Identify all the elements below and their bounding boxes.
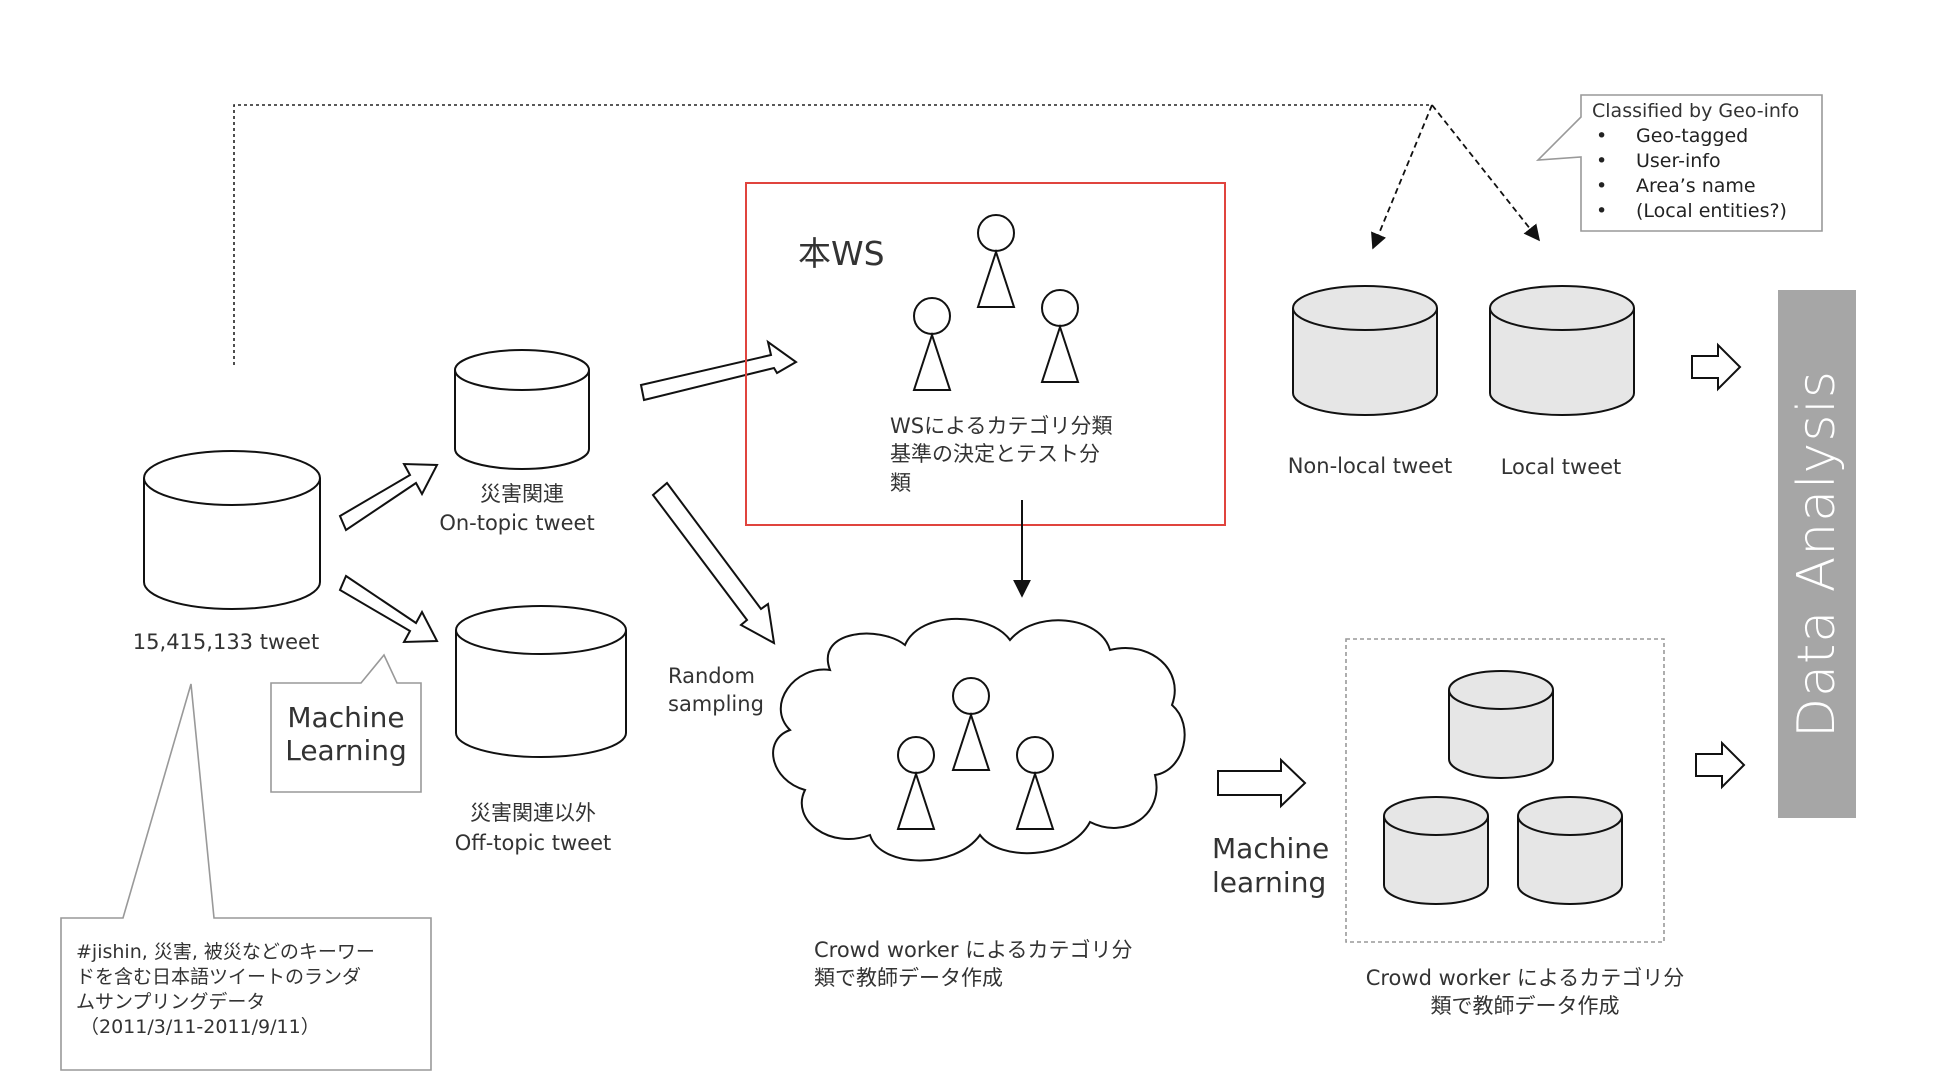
- off-topic-cylinder: [455, 605, 627, 758]
- source-note-line-3: ムサンプリングデータ: [76, 991, 266, 1013]
- off-topic-en: Off-topic tweet: [454, 831, 612, 855]
- geo-split-arrow-left: [1371, 104, 1433, 250]
- ml-callout-line-2: Learning: [285, 734, 407, 767]
- geo-title: Classified by Geo-info: [1592, 100, 1800, 122]
- geo-list: Geo-tagged User-info Area’s name (Local …: [1592, 124, 1818, 224]
- ml2-line-2: learning: [1212, 866, 1327, 899]
- arrow-to-on-topic: [338, 462, 439, 532]
- arrow-to-analysis-top: [1691, 342, 1742, 392]
- local-label: Local tweet: [1500, 455, 1622, 479]
- random-sampling-line-2: sampling: [668, 692, 764, 716]
- result-cylinder-left: [1383, 796, 1489, 905]
- ws-person-2: [912, 297, 952, 391]
- ws-title: 本WS: [798, 234, 885, 273]
- geo-item: (Local entities?): [1592, 199, 1818, 224]
- source-db-cylinder: [143, 450, 321, 610]
- on-topic-en: On-topic tweet: [439, 511, 595, 535]
- ws-box: [745, 182, 1226, 526]
- crowd-person-2: [896, 736, 936, 830]
- arrow-to-analysis-bottom: [1695, 740, 1746, 790]
- result-cylinder-right: [1517, 796, 1623, 905]
- source-note-line-2: ドを含む日本語ツイートのランダ: [76, 966, 362, 988]
- ws-person-3: [1040, 289, 1080, 383]
- crowd-result-line-1: Crowd worker によるカテゴリ分: [1365, 966, 1685, 990]
- source-db-label: 15,415,133 tweet: [132, 630, 320, 654]
- source-note: #jishin, 災害, 被災などのキーワー ドを含む日本語ツイートのランダ ム…: [76, 940, 426, 1040]
- arrow-random-sampling: [651, 481, 776, 645]
- data-analysis-panel: Data Analysis: [1778, 290, 1856, 818]
- local-cylinder: [1489, 285, 1635, 416]
- crowd-person-1: [951, 677, 991, 771]
- source-note-line-1: #jishin, 災害, 被災などのキーワー: [76, 941, 375, 963]
- feedback-dotted-line: [233, 104, 1432, 365]
- geo-item: Area’s name: [1592, 174, 1818, 199]
- geo-item: User-info: [1592, 149, 1818, 174]
- source-note-line-4: （2011/3/11-2011/9/11）: [80, 1016, 320, 1038]
- crowd-caption-line-2: 類で教師データ作成: [814, 966, 1003, 990]
- crowd-result-box: [1345, 638, 1665, 943]
- ws-person-1: [976, 214, 1016, 308]
- ml2-line-1: Machine: [1212, 832, 1330, 865]
- random-sampling-line-1: Random: [668, 664, 755, 688]
- arrow-to-off-topic: [338, 574, 439, 644]
- geo-item: Geo-tagged: [1592, 124, 1818, 149]
- ml-callout: [270, 653, 422, 793]
- crowd-person-3: [1015, 736, 1055, 830]
- result-cylinder-top: [1448, 670, 1554, 779]
- data-analysis-label: Data Analysis: [1787, 370, 1847, 738]
- arrow-machine-learning: [1217, 757, 1307, 809]
- ws-text-line-2: 基準の決定とテスト分: [890, 442, 1100, 466]
- non-local-label: Non-local tweet: [1287, 454, 1453, 478]
- off-topic-ja: 災害関連以外: [470, 801, 596, 825]
- crowd-caption-line-1: Crowd worker によるカテゴリ分: [814, 938, 1133, 962]
- ws-text-line-1: WSによるカテゴリ分類: [890, 414, 1113, 438]
- on-topic-cylinder: [454, 349, 590, 470]
- geo-info: Classified by Geo-info Geo-tagged User-i…: [1592, 99, 1818, 224]
- on-topic-ja: 災害関連: [480, 482, 564, 506]
- non-local-cylinder: [1292, 285, 1438, 416]
- geo-split-arrow-right: [1431, 104, 1541, 242]
- ws-text-line-3: 類: [890, 471, 911, 495]
- ml-callout-line-1: Machine: [287, 701, 405, 734]
- arrow-to-ws: [639, 339, 798, 402]
- crowd-result-line-2: 類で教師データ作成: [1430, 994, 1620, 1018]
